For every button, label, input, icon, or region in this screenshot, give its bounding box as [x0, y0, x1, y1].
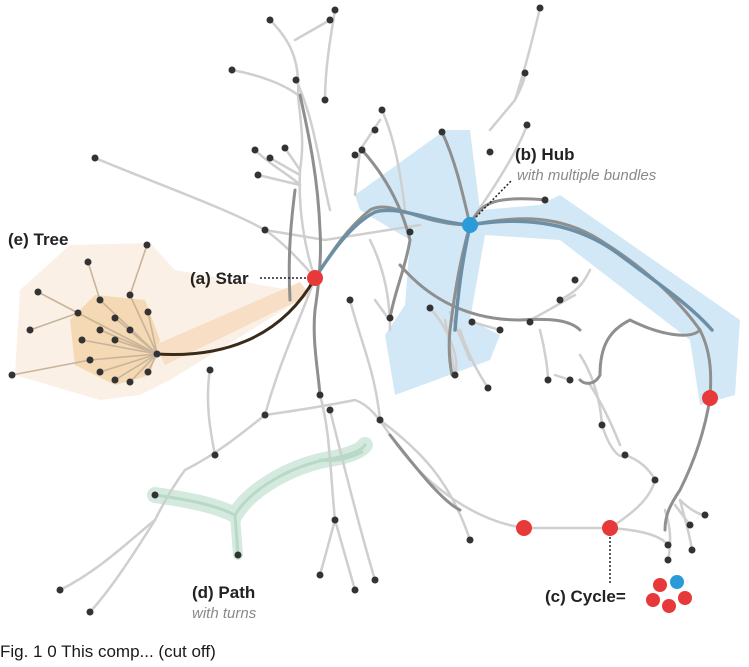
- tree-region: [15, 243, 310, 400]
- label-path-sub: with turns: [192, 605, 257, 622]
- cycle-node-bottom-left: [516, 520, 532, 536]
- figure-caption: Fig. 1 0 This comp... (cut off): [0, 642, 216, 661]
- cycle-node-bottom-right: [602, 520, 618, 536]
- leader-lines: [260, 179, 611, 585]
- nodes: [8, 4, 709, 616]
- cycle-node-right: [702, 390, 718, 406]
- label-cycle: (c) Cycle=: [545, 587, 626, 606]
- hub-region: [355, 130, 740, 405]
- label-hub: (b) Hub: [515, 145, 574, 164]
- path-edges: [153, 443, 367, 557]
- label-path: (d) Path: [192, 583, 255, 602]
- hub-bundle-core: [313, 208, 714, 332]
- star-tree-link: [156, 277, 317, 357]
- star-node: [307, 270, 323, 286]
- label-hub-sub: with multiple bundles: [517, 167, 657, 184]
- label-star: (a) Star: [190, 269, 249, 288]
- cycle-legend-icon: [646, 575, 692, 613]
- label-tree: (e) Tree: [8, 230, 68, 249]
- hub-node: [462, 217, 478, 233]
